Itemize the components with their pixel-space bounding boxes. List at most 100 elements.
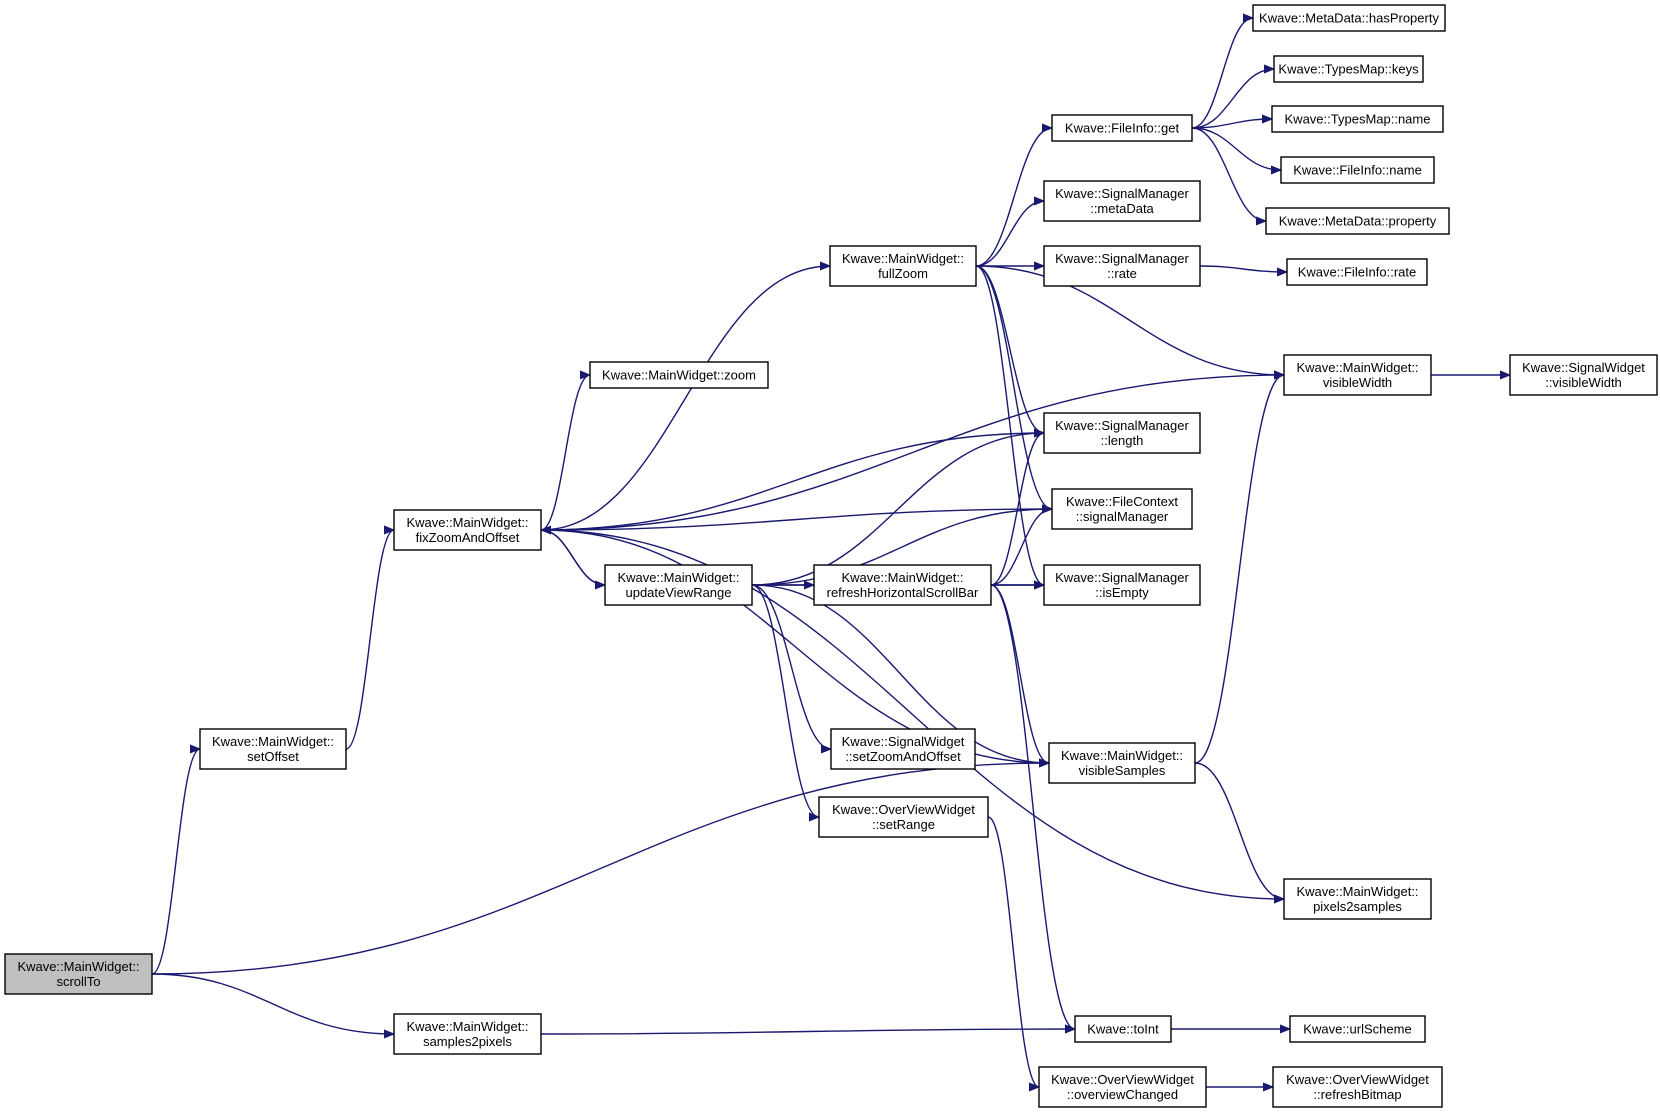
node-pixels2samples[interactable]: Kwave::MainWidget::pixels2samples	[1283, 878, 1432, 920]
node-box	[1051, 114, 1193, 142]
node-box	[1051, 488, 1193, 530]
node-box	[1038, 1066, 1207, 1108]
node-refresh-bitmap[interactable]: Kwave::OverViewWidget::refreshBitmap	[1272, 1066, 1443, 1108]
node-overview-changed[interactable]: Kwave::OverViewWidget::overviewChanged	[1038, 1066, 1207, 1108]
node-label: pixels2samples	[1313, 899, 1402, 914]
node-label: Kwave::FileInfo::name	[1293, 163, 1422, 178]
edge-line	[540, 375, 591, 531]
edge-visible-samples-to-mw-visible-width	[1194, 375, 1285, 764]
edge-full-zoom-to-file-info-get	[975, 128, 1053, 267]
node-label: ::signalManager	[1076, 509, 1169, 524]
node-box	[1271, 105, 1444, 133]
node-box	[1043, 245, 1201, 287]
node-label: Kwave::OverViewWidget	[1286, 1072, 1429, 1087]
edge-fix-zoom-and-offset-to-zoom	[540, 375, 591, 531]
node-label: ::length	[1101, 433, 1144, 448]
node-box	[813, 564, 992, 606]
edge-fix-zoom-and-offset-to-fc-signal-manager	[540, 509, 1052, 531]
edge-update-view-range-to-set-range	[751, 584, 820, 817]
node-has-property[interactable]: Kwave::MetaData::hasProperty	[1252, 4, 1446, 32]
edge-line	[540, 529, 1284, 899]
node-tm-keys[interactable]: Kwave::TypesMap::keys	[1273, 55, 1424, 83]
node-sw-visible-width[interactable]: Kwave::SignalWidget::visibleWidth	[1509, 354, 1658, 396]
node-label: Kwave::FileContext	[1066, 494, 1178, 509]
edge-line	[540, 1029, 1075, 1035]
node-label: scrollTo	[56, 974, 100, 989]
node-box	[1265, 207, 1450, 235]
edge-set-offset-to-fix-zoom-and-offset	[345, 530, 395, 750]
node-set-offset[interactable]: Kwave::MainWidget::setOffset	[199, 728, 347, 770]
node-scroll-to[interactable]: Kwave::MainWidget::scrollTo	[4, 953, 153, 995]
edge-scroll-to-to-visible-samples	[151, 763, 1049, 975]
edge-samples2pixels-to-to-int	[540, 1029, 1075, 1035]
node-sm-length[interactable]: Kwave::SignalManager::length	[1043, 412, 1201, 454]
node-set-range[interactable]: Kwave::OverViewWidget::setRange	[818, 796, 989, 838]
node-box	[829, 245, 977, 287]
edge-file-info-get-to-tm-name	[1191, 119, 1272, 129]
node-refresh-hsb[interactable]: Kwave::MainWidget::refreshHorizontalScro…	[813, 564, 992, 606]
edge-line	[1191, 127, 1267, 221]
edge-line	[975, 265, 1045, 585]
node-label: Kwave::OverViewWidget	[1051, 1072, 1194, 1087]
edge-file-info-get-to-fi-name	[1191, 127, 1281, 170]
edge-line	[975, 265, 1053, 509]
node-mw-visible-width[interactable]: Kwave::MainWidget::visibleWidth	[1283, 354, 1432, 396]
edge-line	[975, 128, 1053, 267]
edge-line	[990, 509, 1053, 586]
node-zoom[interactable]: Kwave::MainWidget::zoom	[589, 361, 769, 389]
node-label: Kwave::FileInfo::get	[1065, 121, 1180, 136]
edge-update-view-range-to-set-zoom-and-offset	[751, 584, 832, 749]
edge-line	[1191, 69, 1274, 129]
edge-update-view-range-to-visible-samples	[751, 584, 1049, 763]
edge-line	[751, 433, 1044, 586]
edge-line	[1191, 127, 1281, 170]
edge-line	[345, 530, 395, 750]
node-visible-samples[interactable]: Kwave::MainWidget::visibleSamples	[1048, 742, 1196, 784]
node-box	[1289, 1015, 1426, 1043]
node-sm-meta-data[interactable]: Kwave::SignalManager::metaData	[1043, 180, 1201, 222]
node-sm-is-empty[interactable]: Kwave::SignalManager::isEmpty	[1043, 564, 1201, 606]
node-samples2pixels[interactable]: Kwave::MainWidget::samples2pixels	[393, 1013, 542, 1055]
edge-file-info-get-to-md-property	[1191, 127, 1267, 221]
node-sm-rate[interactable]: Kwave::SignalManager::rate	[1043, 245, 1201, 287]
node-label: samples2pixels	[423, 1034, 512, 1049]
edge-fix-zoom-and-offset-to-mw-visible-width	[540, 375, 1284, 531]
edge-line	[540, 509, 1052, 531]
node-set-zoom-and-offset[interactable]: Kwave::SignalWidget::setZoomAndOffset	[830, 728, 976, 770]
node-label: visibleSamples	[1079, 763, 1166, 778]
node-label: Kwave::MainWidget::	[406, 1019, 528, 1034]
edge-set-range-to-overview-changed	[987, 816, 1040, 1087]
node-label: Kwave::MainWidget::	[841, 570, 963, 585]
node-box	[1272, 1066, 1443, 1108]
node-box	[1074, 1015, 1172, 1043]
node-fi-rate[interactable]: Kwave::FileInfo::rate	[1286, 258, 1428, 286]
node-label: Kwave::MainWidget::	[842, 251, 964, 266]
node-label: fullZoom	[878, 266, 928, 281]
node-tm-name[interactable]: Kwave::TypesMap::name	[1271, 105, 1444, 133]
node-fc-signal-manager[interactable]: Kwave::FileContext::signalManager	[1051, 488, 1193, 530]
edge-sm-rate-to-fi-rate	[1199, 265, 1287, 272]
node-fix-zoom-and-offset[interactable]: Kwave::MainWidget::fixZoomAndOffset	[393, 509, 542, 551]
edge-fix-zoom-and-offset-to-pixels2samples	[540, 529, 1284, 899]
edge-fix-zoom-and-offset-to-full-zoom	[540, 266, 830, 531]
node-label: Kwave::SignalWidget	[1522, 360, 1645, 375]
node-to-int[interactable]: Kwave::toInt	[1074, 1015, 1172, 1043]
edge-line	[990, 584, 1076, 1029]
node-fi-name[interactable]: Kwave::FileInfo::name	[1280, 156, 1435, 184]
node-url-scheme[interactable]: Kwave::urlScheme	[1289, 1015, 1426, 1043]
node-label: Kwave::MainWidget::	[1296, 884, 1418, 899]
node-file-info-get[interactable]: Kwave::FileInfo::get	[1051, 114, 1193, 142]
node-label: Kwave::SignalManager	[1055, 251, 1189, 266]
node-box	[1286, 258, 1428, 286]
node-label: ::metaData	[1090, 201, 1154, 216]
node-full-zoom[interactable]: Kwave::MainWidget::fullZoom	[829, 245, 977, 287]
node-md-property[interactable]: Kwave::MetaData::property	[1265, 207, 1450, 235]
node-label: fixZoomAndOffset	[416, 530, 520, 545]
edge-full-zoom-to-sm-meta-data	[975, 201, 1045, 267]
edge-line	[751, 584, 1049, 763]
node-update-view-range[interactable]: Kwave::MainWidget::updateViewRange	[604, 564, 753, 606]
node-label: ::rate	[1107, 266, 1137, 281]
node-box	[393, 1013, 542, 1055]
node-label: Kwave::MetaData::property	[1279, 214, 1437, 229]
node-label: Kwave::SignalManager	[1055, 186, 1189, 201]
